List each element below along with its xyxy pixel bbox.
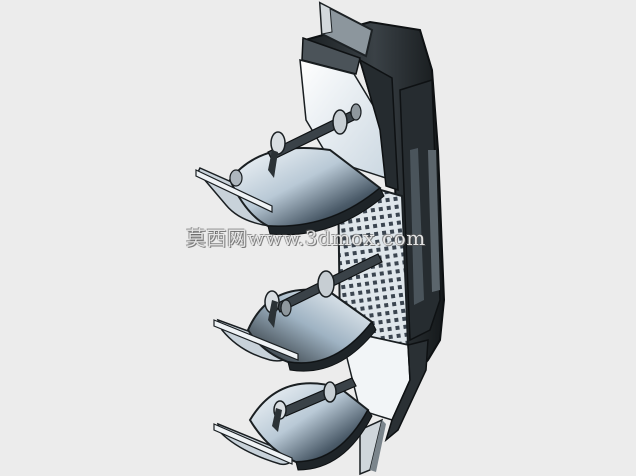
tray-upper — [195, 103, 385, 236]
housing-back — [301, 20, 446, 387]
tray-lower — [213, 377, 373, 471]
bottom-stand — [359, 418, 386, 476]
inner-wall — [338, 329, 429, 443]
tray-middle — [213, 253, 383, 372]
top-flap — [318, 1, 374, 58]
watermark-text: 莫西网www.3dmox.com — [186, 226, 426, 250]
